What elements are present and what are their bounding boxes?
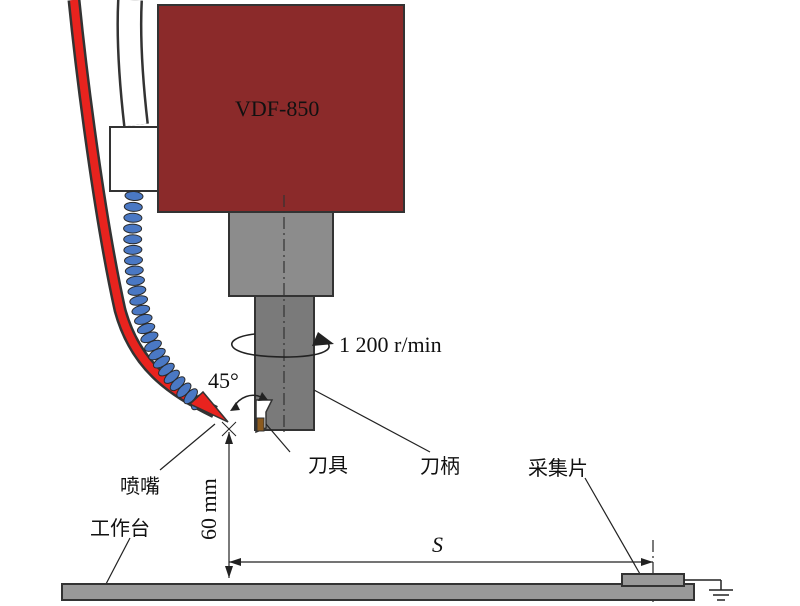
spindle-speed-label: 1 200 r/min xyxy=(339,332,442,357)
workbench-label: 工作台 xyxy=(90,516,150,540)
spindle-head xyxy=(157,4,405,213)
collector-label: 采集片 xyxy=(528,456,588,480)
nozzle xyxy=(188,390,229,423)
leader-lines xyxy=(105,389,641,585)
hose-segment xyxy=(123,201,143,212)
hose-segment xyxy=(129,295,149,306)
ground-icon xyxy=(684,579,733,601)
collector-plate xyxy=(621,573,685,587)
hose-segment xyxy=(126,275,145,286)
hose-segment xyxy=(134,313,153,325)
height-dimension xyxy=(225,432,233,578)
hose-segment xyxy=(131,304,151,316)
holder-label: 刀柄 xyxy=(420,454,460,478)
height-label: 60 mm xyxy=(196,478,221,540)
cutting-tool xyxy=(255,399,274,434)
tool-label: 刀具 xyxy=(308,453,348,477)
hose-bracket xyxy=(109,126,161,192)
hose-segment xyxy=(124,190,144,202)
rotation-arrow xyxy=(230,332,334,358)
hose-segment xyxy=(123,212,143,223)
machine-model-label: VDF-850 xyxy=(235,96,319,121)
hose-segment xyxy=(123,244,143,255)
nozzle-label: 喷嘴 xyxy=(120,474,160,498)
red-hose xyxy=(65,0,218,418)
angle-arc xyxy=(230,392,268,411)
blue-segmented-hose xyxy=(123,190,205,411)
hose-segment xyxy=(124,255,143,266)
hose-segment xyxy=(127,285,147,296)
hose-segment xyxy=(123,234,143,245)
nozzle-tip-marker xyxy=(221,421,237,437)
hose-segment xyxy=(124,265,144,276)
angle-label: 45° xyxy=(208,368,239,393)
distance-label: S xyxy=(432,532,443,557)
workbench xyxy=(61,583,695,601)
spindle-body xyxy=(228,211,334,297)
white-hose xyxy=(116,0,149,127)
hose-segment xyxy=(123,223,143,234)
